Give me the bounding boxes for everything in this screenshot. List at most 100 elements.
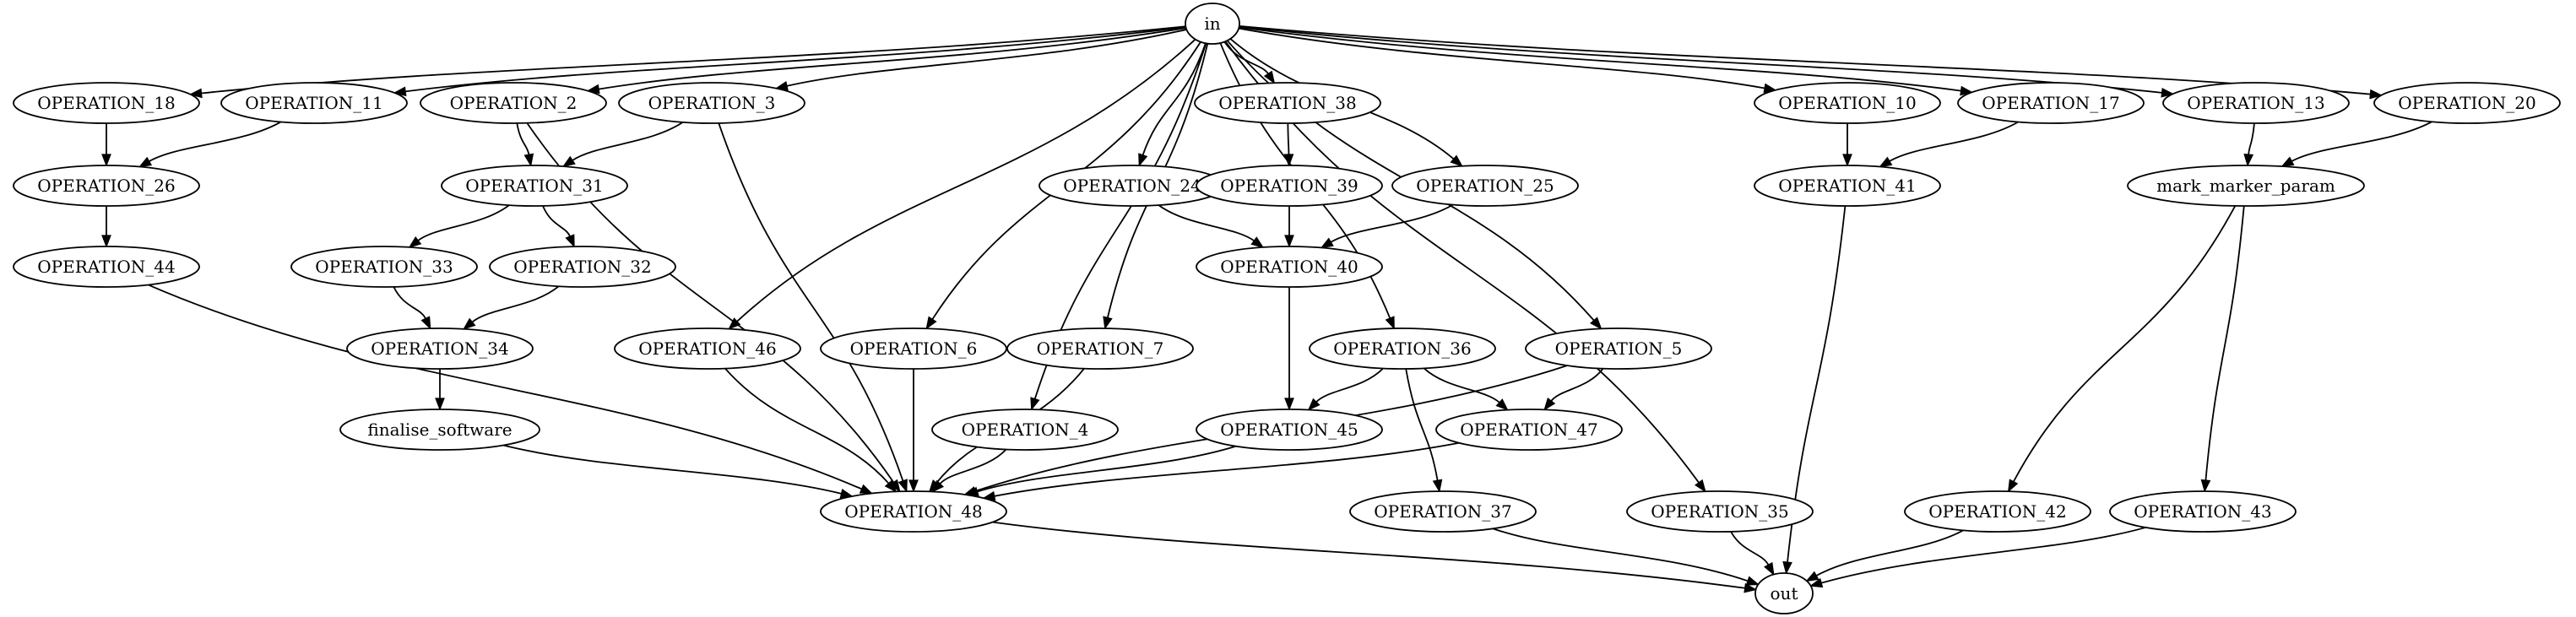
- node-op26: OPERATION_26: [13, 165, 200, 207]
- node-ellipse: [1754, 82, 1941, 124]
- node-label: OPERATION_36: [1333, 338, 1471, 359]
- edge-in-to-op10: [1238, 27, 1765, 89]
- arrowhead-op44-to-op48: [859, 484, 874, 495]
- edge-op13-to-mmp: [2248, 122, 2255, 155]
- node-op48: OPERATION_48: [820, 490, 1007, 533]
- edge-op36-to-op37: [1405, 368, 1439, 481]
- node-label: OPERATION_31: [465, 176, 603, 196]
- node-label: OPERATION_5: [1555, 338, 1683, 359]
- node-label: OPERATION_41: [1778, 176, 1916, 196]
- node-op47: OPERATION_47: [1435, 409, 1623, 451]
- arrowhead-op38-to-op39: [1283, 154, 1294, 167]
- node-ellipse: [1349, 490, 1537, 533]
- node-ellipse: [489, 246, 676, 288]
- node-op13: OPERATION_13: [2162, 82, 2350, 124]
- node-op46: OPERATION_46: [614, 327, 801, 370]
- node-ellipse: [1391, 165, 1579, 207]
- node-op20: OPERATION_20: [2373, 82, 2561, 124]
- node-label: OPERATION_40: [1220, 257, 1358, 277]
- node-label: out: [1771, 583, 1798, 603]
- arrowhead-in-to-op5: [1590, 317, 1603, 330]
- arrowhead-mmp-to-op43: [2200, 479, 2211, 493]
- node-label: OPERATION_43: [2134, 501, 2271, 522]
- arrowhead-in-to-op38: [1263, 70, 1276, 84]
- node-ellipse: [1309, 327, 1496, 370]
- edge-in-to-op2: [598, 27, 1186, 90]
- node-label: OPERATION_39: [1220, 176, 1358, 196]
- node-ellipse: [13, 246, 200, 288]
- node-mmp: mark_marker_param: [2127, 165, 2365, 207]
- node-ellipse: [220, 82, 408, 124]
- node-op25: OPERATION_25: [1391, 165, 1579, 207]
- edge-op20-to-mmp: [2291, 121, 2432, 162]
- node-ellipse: [346, 327, 534, 370]
- arrowhead-op36-to-op45: [1307, 398, 1321, 411]
- node-ellipse: [13, 165, 200, 207]
- arrowhead-op3-to-op48: [898, 479, 908, 493]
- edge-op43-to-out: [1820, 527, 2146, 584]
- node-op45: OPERATION_45: [1196, 409, 1383, 451]
- node-op36: OPERATION_36: [1309, 327, 1496, 370]
- node-label: OPERATION_47: [1460, 419, 1597, 440]
- node-label: in: [1204, 14, 1220, 34]
- node-op7: OPERATION_7: [1006, 327, 1194, 370]
- node-ellipse: [618, 82, 805, 124]
- edge-op24-to-op40: [1158, 204, 1255, 241]
- node-op2: OPERATION_2: [420, 82, 607, 124]
- edge-in-to-op3: [786, 29, 1187, 87]
- edge-mmp-to-op42: [2013, 205, 2237, 483]
- node-ellipse: [420, 82, 607, 124]
- node-ellipse: [1626, 490, 1814, 533]
- edge-mmp-to-op43: [2205, 205, 2245, 481]
- node-ellipse: [1904, 490, 2091, 533]
- arrowhead-in-to-op20: [2369, 89, 2383, 100]
- node-label: OPERATION_26: [37, 176, 175, 196]
- node-op38: OPERATION_38: [1194, 82, 1381, 124]
- node-label: mark_marker_param: [2156, 176, 2335, 196]
- arrowhead-op5-to-op47: [1543, 397, 1556, 411]
- arrowhead-op26-to-op44: [101, 235, 111, 248]
- arrowhead-op3-to-op31: [561, 155, 576, 168]
- node-ellipse: [931, 409, 1119, 451]
- node-op43: OPERATION_43: [2109, 490, 2297, 533]
- node-fs: finalise_software: [339, 409, 540, 451]
- edge-op35-to-out: [1730, 531, 1770, 566]
- node-label: OPERATION_45: [1220, 419, 1358, 440]
- node-ellipse: [1435, 409, 1623, 451]
- edge-op17-to-op41: [1889, 121, 2019, 162]
- arrowhead-in-to-op18: [188, 88, 203, 99]
- node-ellipse: [2373, 82, 2561, 124]
- node-label: OPERATION_37: [1374, 501, 1511, 522]
- node-ellipse: [2109, 490, 2297, 533]
- arrowhead-in-to-op36: [1385, 316, 1395, 330]
- node-label: OPERATION_6: [850, 338, 978, 359]
- arrowhead-in-to-op6: [925, 316, 937, 330]
- edge-op36-to-op45: [1315, 367, 1384, 403]
- node-ellipse: [1196, 409, 1383, 451]
- edge-op46-to-op48: [724, 367, 890, 484]
- node-label: OPERATION_24: [1063, 176, 1201, 196]
- node-op17: OPERATION_17: [1957, 82, 2145, 124]
- node-ellipse: [1754, 572, 1814, 614]
- node-in: in: [1185, 3, 1240, 45]
- arrowhead-op35-to-out: [1764, 561, 1775, 576]
- node-label: OPERATION_46: [638, 338, 776, 359]
- arrowhead-op31-to-op32: [565, 234, 575, 248]
- arrowhead-op41-to-out: [1782, 560, 1792, 575]
- node-ellipse: [441, 165, 628, 207]
- edge-op48-to-out: [992, 521, 1745, 589]
- node-label: OPERATION_7: [1037, 338, 1164, 359]
- node-label: OPERATION_32: [513, 257, 651, 277]
- edge-op32-to-op34: [471, 285, 560, 323]
- arrowhead-op24-to-op40: [1250, 236, 1265, 248]
- node-ellipse: [1754, 165, 1941, 207]
- edge-op42-to-out: [1815, 529, 1964, 576]
- arrowhead-op31-to-op33: [408, 235, 422, 248]
- edge-in-to-op46: [736, 38, 1196, 322]
- arrowhead-op13-to-mmp: [2243, 153, 2254, 167]
- arrowhead-op48-to-out: [1744, 582, 1758, 593]
- node-op6: OPERATION_6: [820, 327, 1007, 370]
- edge-in-to-op35: [1224, 41, 1700, 484]
- edge-in-to-op11: [405, 26, 1186, 93]
